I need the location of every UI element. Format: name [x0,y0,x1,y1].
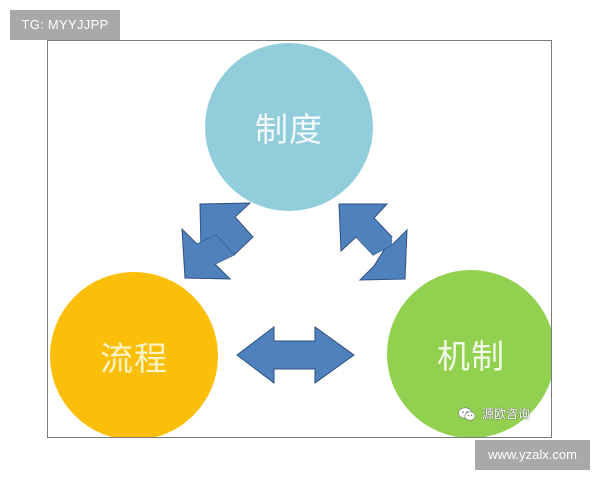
arrows-layer [181,202,408,385]
node-process: 流程 [50,272,218,437]
node-system-label: 制度 [255,110,323,149]
node-process-label: 流程 [100,339,168,378]
watermark-text: 源欧咨询 [482,407,531,421]
site-url-label: www.yzalx.com [475,440,590,470]
tg-tag-label: TG: MYYJJPP [10,10,120,40]
node-mechanism-label: 机制 [437,337,505,376]
double-arrow-icon-system-mechanism [338,203,408,281]
double-arrow-icon-process-mechanism [236,325,355,385]
wechat-icon [458,407,476,421]
node-system: 制度 [205,43,373,211]
diagram-frame: 制度 流程 机制 源欧咨询 [47,40,552,438]
double-arrow-icon-system-process [181,202,254,280]
wechat-watermark: 源欧咨询 [458,405,530,422]
